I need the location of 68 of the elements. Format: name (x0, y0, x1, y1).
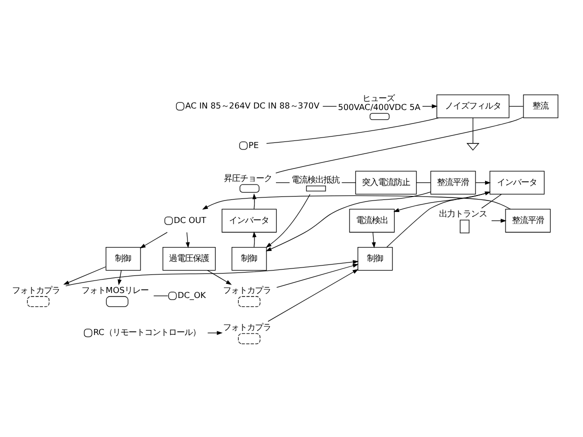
node-box: 制御 (232, 246, 267, 271)
node-label: DC_OK (178, 290, 206, 300)
connector (341, 182, 356, 184)
node-relay (106, 296, 128, 308)
node-terminal (168, 292, 177, 300)
node-box: 整流 (523, 94, 558, 118)
node-transformer (460, 220, 470, 234)
node-photocoupler (27, 296, 50, 308)
node-box: 整流平滑 (430, 170, 476, 195)
node-label: RC（リモートコントロール） (93, 327, 200, 338)
node-ground (466, 143, 480, 151)
node-label: フォトカプラ (12, 284, 60, 295)
arrow (276, 264, 359, 288)
node-photocoupler (238, 333, 260, 344)
connector (276, 182, 290, 184)
arrow (65, 260, 359, 286)
node-label: フォトカプラ (222, 284, 271, 295)
node-label: フォトMOSリレー (82, 284, 149, 295)
node-terminal (239, 141, 248, 150)
node-fuse (370, 113, 390, 120)
node-label: 出力トランス (439, 208, 488, 219)
node-label: 500VAC/400VDC 5A (338, 102, 420, 112)
arrow (422, 104, 438, 108)
node-box: 制御 (106, 246, 141, 271)
node-terminal (176, 102, 184, 110)
arrow (268, 269, 358, 322)
node-inductor (240, 184, 260, 193)
connector (481, 194, 502, 208)
node-box: 突入電流防止 (355, 170, 417, 195)
node-resistor (306, 186, 326, 192)
arrow (140, 232, 168, 248)
connector (275, 116, 524, 174)
node-label: AC IN 85～264V DC IN 88～370V (185, 100, 320, 110)
arrow (202, 195, 511, 210)
connector (472, 118, 474, 144)
node-box: インバータ (222, 208, 277, 233)
arrow (186, 232, 190, 248)
arrow (118, 270, 122, 286)
connector (266, 118, 439, 144)
connector (508, 106, 524, 107)
node-box: インバータ (490, 170, 545, 195)
node-label: ヒューズ (362, 92, 394, 103)
arrow (266, 192, 431, 252)
node-label: フォトカプラ (222, 322, 271, 332)
arrow (252, 231, 256, 248)
connector (322, 106, 337, 107)
node-terminal (164, 216, 173, 225)
arrow (63, 266, 106, 285)
arrow (207, 270, 232, 285)
node-label: 電流検出抵抗 (291, 174, 340, 184)
node-box: 電流検出 (349, 208, 395, 233)
arrow (207, 330, 223, 335)
node-box: 制御 (358, 246, 393, 271)
node-label: PE (248, 140, 259, 150)
node-box: ノイズフィルタ (436, 94, 510, 118)
connector (416, 182, 431, 184)
arrow (372, 232, 376, 248)
arrow (475, 180, 491, 185)
arrow (393, 192, 490, 212)
arrow (386, 192, 491, 248)
node-photocoupler (238, 296, 260, 308)
arrow (266, 194, 310, 248)
node-box: 整流平滑 (505, 208, 551, 233)
node-terminal (84, 328, 92, 338)
node-label: DC OUT (174, 214, 206, 225)
node-label: 昇圧チョーク (224, 173, 272, 184)
arrow (491, 218, 506, 223)
node-box: 過電圧保護 (162, 246, 216, 271)
